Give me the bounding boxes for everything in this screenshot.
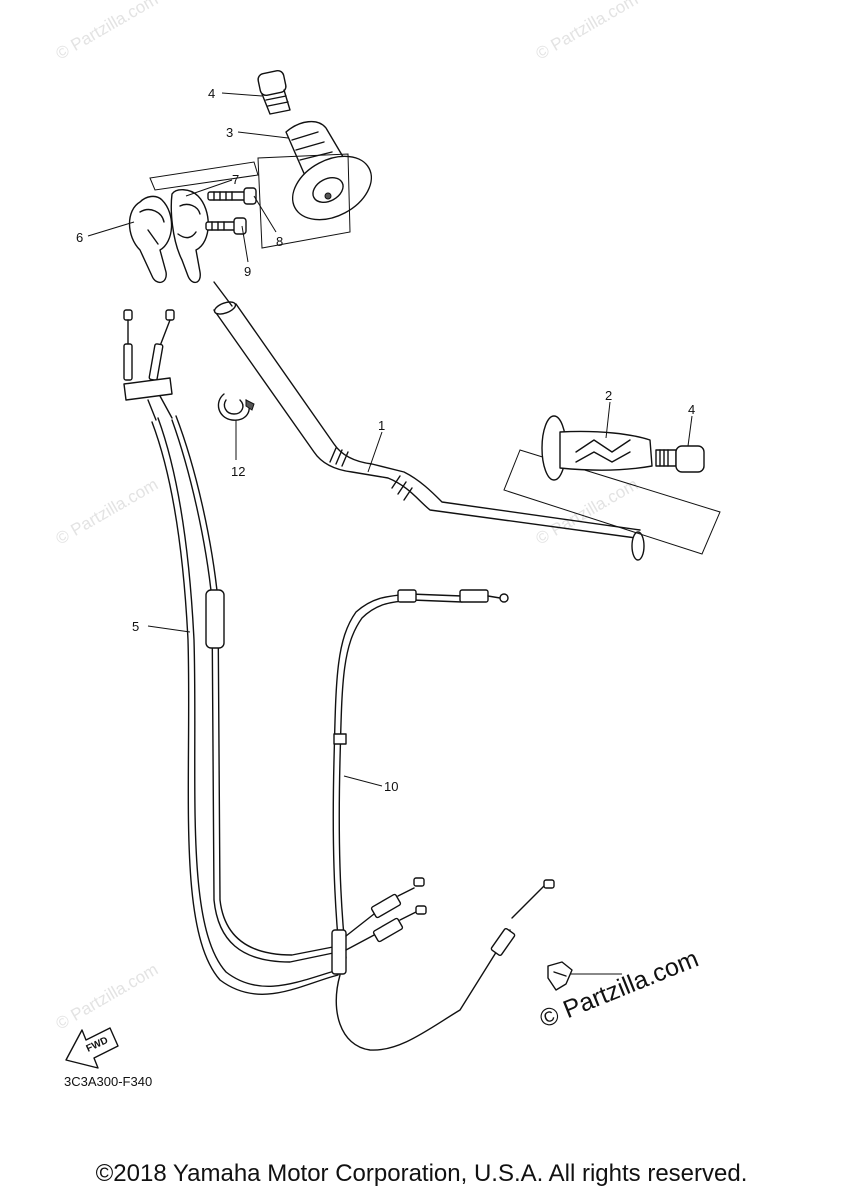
cable-clip[interactable]: [547, 961, 622, 991]
copyright-footer: ©2018 Yamaha Motor Corporation, U.S.A. A…: [95, 1160, 748, 1187]
watermarks: © Partzilla.com © Partzilla.com © Partzi…: [53, 0, 642, 1033]
screw-lower[interactable]: [205, 217, 247, 235]
frame-part-2: [503, 449, 721, 555]
watermark-text: © Partzilla.com: [53, 0, 162, 63]
throttle-grip[interactable]: [282, 121, 382, 233]
callout-3[interactable]: 3: [226, 125, 233, 140]
callout-12[interactable]: 12: [231, 464, 245, 479]
grip-end-top[interactable]: [257, 69, 291, 115]
watermark-text: © Partzilla.com: [53, 475, 162, 549]
clutch-cable[interactable]: [331, 589, 509, 975]
callout-7[interactable]: 7: [232, 172, 239, 187]
watermark-text: © Partzilla.com: [53, 960, 162, 1034]
grip-end-right[interactable]: [655, 445, 705, 473]
switch-housing-right[interactable]: [170, 189, 209, 283]
callout-4-right[interactable]: 4: [688, 402, 695, 417]
throttle-cable[interactable]: [123, 309, 339, 995]
callout-6[interactable]: 6: [76, 230, 83, 245]
left-grip[interactable]: [541, 415, 653, 481]
callout-4-top[interactable]: 4: [208, 86, 215, 101]
partzilla-watermark: © Partzilla.com: [536, 944, 703, 1033]
callout-9[interactable]: 9: [244, 264, 251, 279]
watermark-text: © Partzilla.com: [533, 475, 642, 549]
callout-1[interactable]: 1: [378, 418, 385, 433]
callouts: 4 3 7 6 8 9 1 2 4 12 5 10: [76, 86, 695, 794]
switch-housing-left[interactable]: [128, 195, 173, 283]
watermark-text: © Partzilla.com: [533, 0, 642, 63]
frame-part-3: [257, 153, 351, 249]
screw-upper[interactable]: [207, 187, 257, 205]
callout-8[interactable]: 8: [276, 234, 283, 249]
callout-10[interactable]: 10: [384, 779, 398, 794]
cable-adjusters[interactable]: [335, 877, 555, 1051]
cable-clamp[interactable]: [217, 393, 255, 421]
diagram-code: 3C3A300-F340: [64, 1074, 152, 1089]
handlebar[interactable]: [213, 281, 645, 561]
fwd-arrow: FWD: [65, 1027, 119, 1069]
callout-2[interactable]: 2: [605, 388, 612, 403]
frame-parts-6-7: [149, 161, 259, 191]
leader-lines: [87, 92, 693, 787]
callout-5[interactable]: 5: [132, 619, 139, 634]
